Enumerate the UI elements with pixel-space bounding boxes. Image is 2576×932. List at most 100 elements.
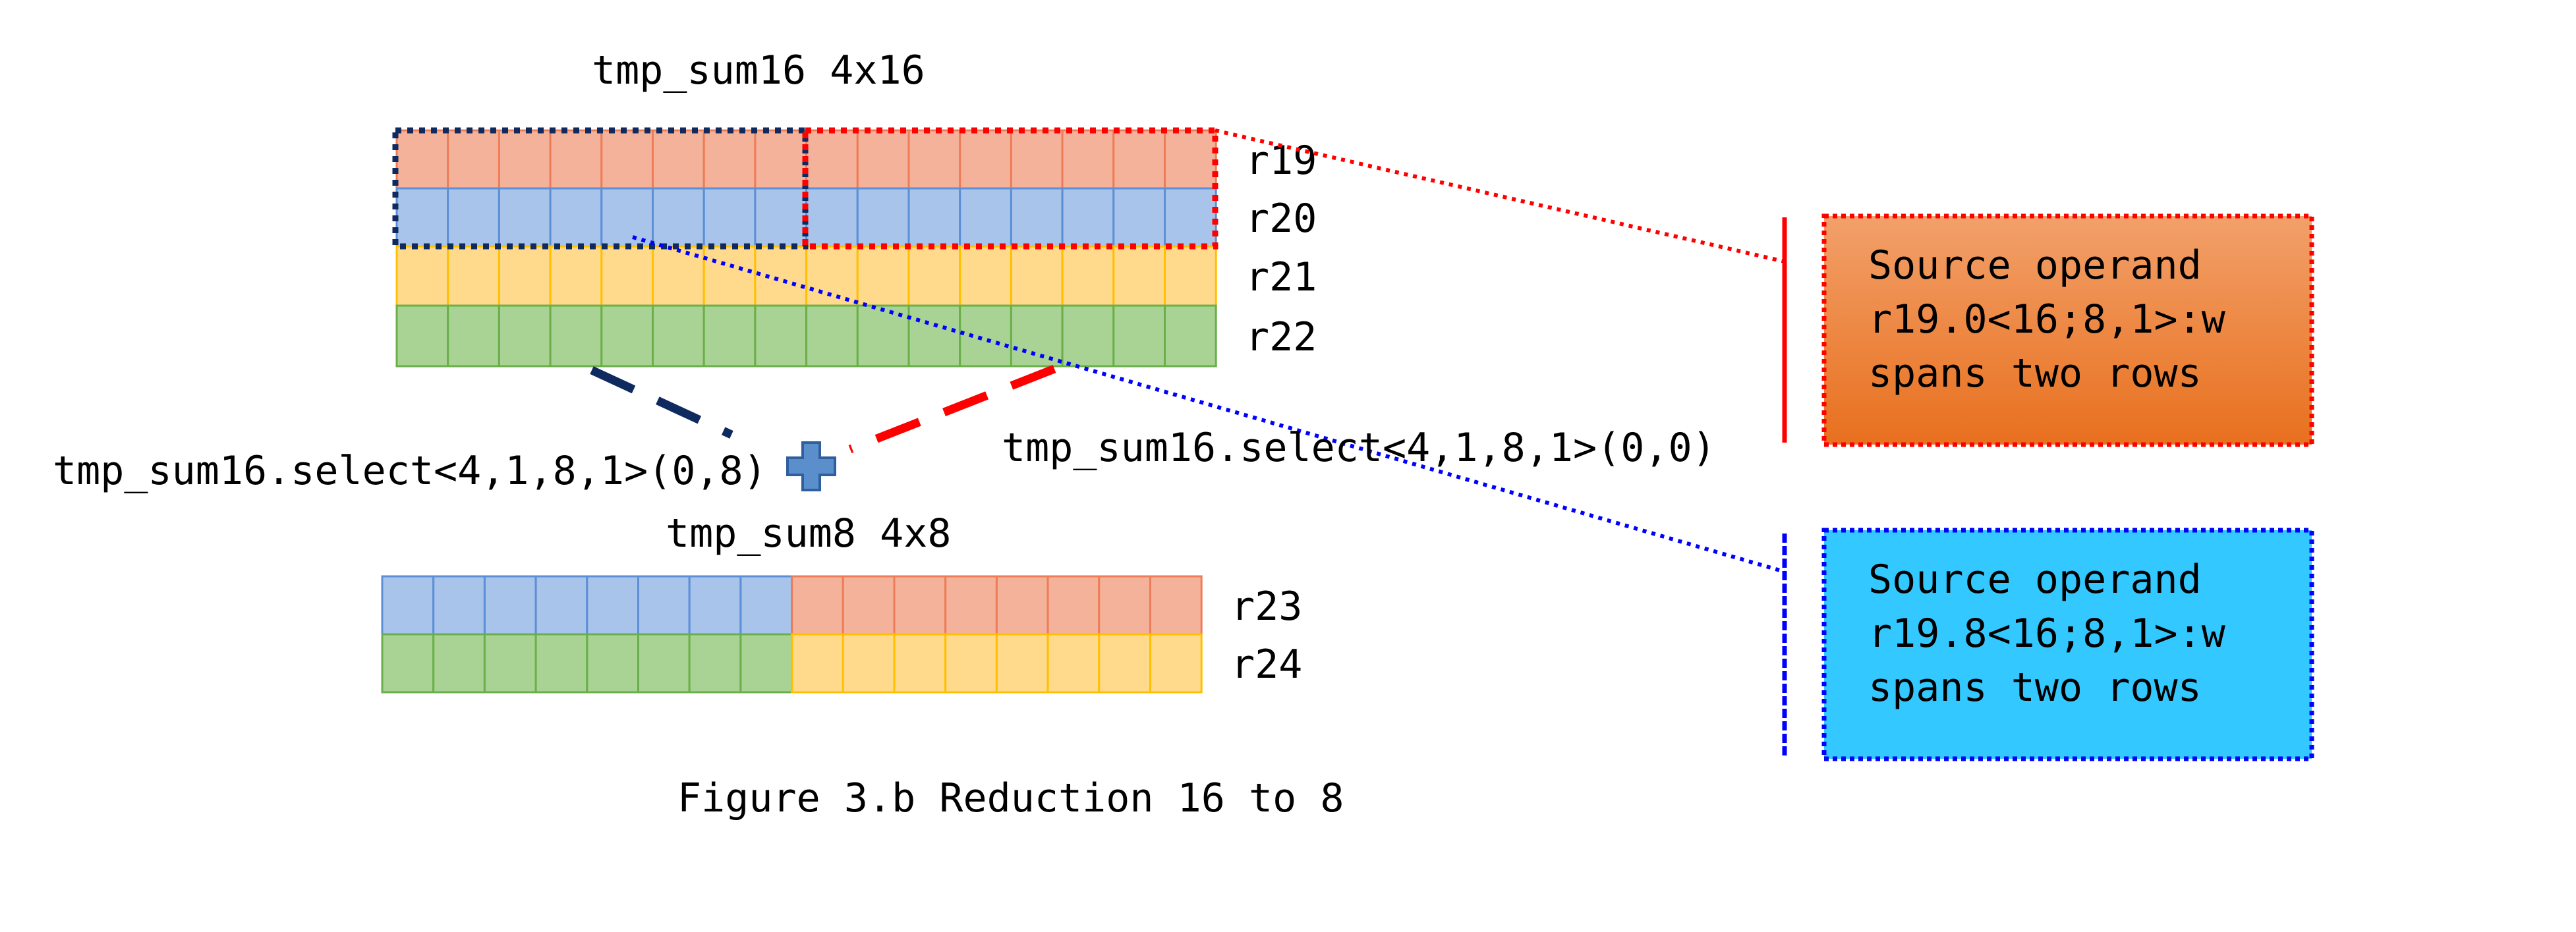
left-half-selection-outline (392, 127, 809, 250)
callout-1-line-2: r19.0<16;8,1>:w (1868, 296, 2226, 343)
grid-cell (1149, 633, 1203, 694)
grid-cell (1046, 575, 1101, 636)
grid-cell (856, 187, 910, 248)
grid-cell (1098, 633, 1152, 694)
grid-cell (791, 633, 844, 694)
grid-cell (739, 633, 793, 694)
grid-cell (856, 129, 910, 190)
grid-cell (893, 633, 947, 694)
grid-cell (893, 575, 947, 636)
row-label-r22: r22 (1245, 314, 1317, 360)
grid-cell (381, 575, 435, 636)
grid-cell (652, 187, 705, 248)
grid-cell (447, 129, 500, 190)
grid-cell (498, 129, 552, 190)
red-dashed-connector (848, 364, 1056, 454)
tmp-sum16-grid (395, 129, 1217, 368)
grid-cell (907, 187, 961, 248)
grid-cell (805, 187, 859, 248)
grid-cell (395, 245, 449, 307)
grid-cell (637, 575, 691, 636)
grid-cell (959, 129, 1012, 190)
grid-cell (688, 575, 742, 636)
grid-cell (805, 129, 859, 190)
figure-caption: Figure 3.b Reduction 16 to 8 (677, 775, 1344, 821)
row-label-r21: r21 (1245, 254, 1317, 300)
grid-cell (959, 304, 1012, 368)
grid-cell (959, 187, 1012, 248)
grid-cell (432, 633, 486, 694)
grid-cell (1061, 245, 1115, 307)
select-left-label: tmp_sum16.select<4,1,8,1>(0,8) (53, 448, 767, 494)
grid-cell (395, 129, 449, 190)
grid-cell (1112, 129, 1166, 190)
grid-cell (483, 575, 537, 636)
grid-cell (586, 575, 639, 636)
grid-cell (1061, 187, 1115, 248)
grid-cell (944, 575, 998, 636)
grid-cell (600, 129, 654, 190)
grid-cell (534, 575, 588, 636)
grid-cell (600, 304, 654, 368)
callout-1-line-3: spans two rows (1868, 350, 2202, 397)
grid-cell (754, 129, 808, 190)
grid-cell (1010, 245, 1064, 307)
grid-cell (1164, 245, 1217, 307)
grid-cell (702, 129, 757, 190)
grid-cell (907, 129, 961, 190)
grid-cell (702, 245, 757, 307)
grid-cell (483, 633, 537, 694)
grid-cell (1010, 187, 1064, 248)
grid-cell (907, 245, 961, 307)
grid-cell (1061, 129, 1115, 190)
grid-cell (995, 633, 1049, 694)
grid-cell (702, 187, 757, 248)
grid-cell (907, 304, 961, 368)
grid-cell (754, 187, 808, 248)
grid-cell (447, 245, 500, 307)
grid-cell (549, 187, 603, 248)
row-label-r23: r23 (1231, 584, 1302, 630)
callout-1-line-1: Source operand (1868, 242, 2202, 288)
grid-cell (842, 633, 896, 694)
grid-cell (856, 245, 910, 307)
plus-icon (786, 441, 836, 491)
top-array-title: tmp_sum16 4x16 (592, 47, 925, 94)
grid-cell (637, 633, 691, 694)
grid-cell (1010, 304, 1064, 368)
right-half-selection-outline (802, 127, 1218, 250)
grid-cell (600, 187, 654, 248)
grid-cell (739, 575, 793, 636)
grid-cell (1149, 575, 1203, 636)
blue-leader-line (632, 235, 1785, 574)
grid-cell (944, 633, 998, 694)
grid-cell (600, 245, 654, 307)
navy-dashed-connector (590, 366, 733, 439)
callout-2-line-3: spans two rows (1868, 665, 2202, 711)
grid-cell (549, 129, 603, 190)
grid-cell (791, 575, 844, 636)
grid-cell (754, 304, 808, 368)
grid-cell (381, 633, 435, 694)
grid-cell (1112, 245, 1166, 307)
grid-cell (702, 304, 757, 368)
grid-cell (498, 304, 552, 368)
grid-cell (447, 187, 500, 248)
bottom-array-title: tmp_sum8 4x8 (666, 510, 951, 557)
grid-cell (549, 304, 603, 368)
grid-cell (498, 187, 552, 248)
grid-cell (1098, 575, 1152, 636)
callout-source-operand-r19-8: Source operand r19.8<16;8,1>:w spans two… (1821, 528, 2314, 761)
grid-cell (549, 245, 603, 307)
grid-cell (1010, 129, 1064, 190)
grid-cell (1061, 304, 1115, 368)
grid-cell (498, 245, 552, 307)
callout-source-operand-r19-0: Source operand r19.0<16;8,1>:w spans two… (1821, 213, 2314, 447)
grid-cell (1112, 187, 1166, 248)
grid-cell (432, 575, 486, 636)
grid-cell (586, 633, 639, 694)
grid-cell (652, 304, 705, 368)
grid-cell (652, 129, 705, 190)
